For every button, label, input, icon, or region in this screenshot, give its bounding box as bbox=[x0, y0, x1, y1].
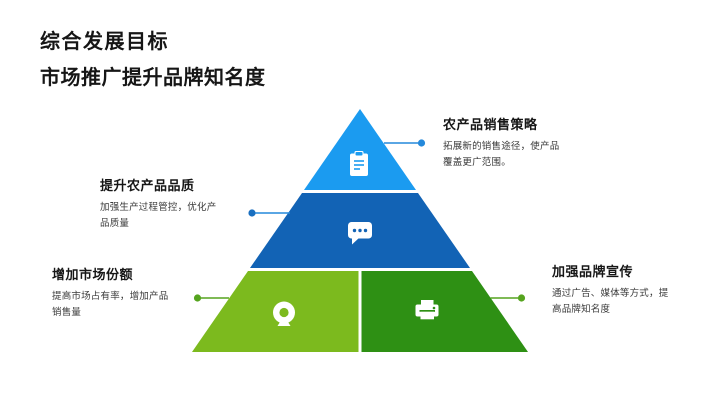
callout-description: 提高市场占有率，增加产品销售量 bbox=[52, 291, 169, 318]
pyramid-level-bottom-right bbox=[361, 271, 528, 352]
connector-bottom-right bbox=[490, 294, 526, 302]
page-title: 综合发展目标 bbox=[40, 31, 169, 53]
callout-description: 拓展新的销售途径，使产品覆盖更广范围。 bbox=[443, 141, 560, 168]
callout-heading: 加强品牌宣传 bbox=[552, 264, 634, 279]
callout-product-quality: 提升农产品品质 加强生产过程管控，优化产品质量 bbox=[100, 179, 218, 231]
callout-market-share: 增加市场份额 提高市场占有率，增加产品销售量 bbox=[52, 268, 170, 320]
callout-heading: 农产品销售策略 bbox=[443, 117, 538, 132]
callout-description: 加强生产过程管控，优化产品质量 bbox=[100, 202, 217, 229]
donut-icon bbox=[273, 301, 295, 326]
page-subtitle: 市场推广提升品牌知名度 bbox=[40, 67, 266, 89]
connector-top-right bbox=[384, 139, 426, 147]
callout-heading: 增加市场份额 bbox=[52, 267, 134, 282]
clipboard-icon bbox=[350, 151, 368, 176]
callout-sales-strategy: 农产品销售策略 拓展新的销售途径，使产品覆盖更广范围。 bbox=[443, 118, 561, 170]
callout-description: 通过广告、媒体等方式，提高品牌知名度 bbox=[552, 288, 669, 315]
connector-middle-left bbox=[248, 209, 290, 217]
callout-brand-promotion: 加强品牌宣传 通过广告、媒体等方式，提高品牌知名度 bbox=[552, 265, 670, 317]
connector-bottom-left bbox=[193, 294, 229, 302]
pyramid-level-top bbox=[304, 109, 416, 190]
callout-heading: 提升农产品品质 bbox=[100, 178, 195, 193]
printer-icon bbox=[415, 300, 439, 320]
chat-bubble-icon bbox=[348, 222, 372, 245]
